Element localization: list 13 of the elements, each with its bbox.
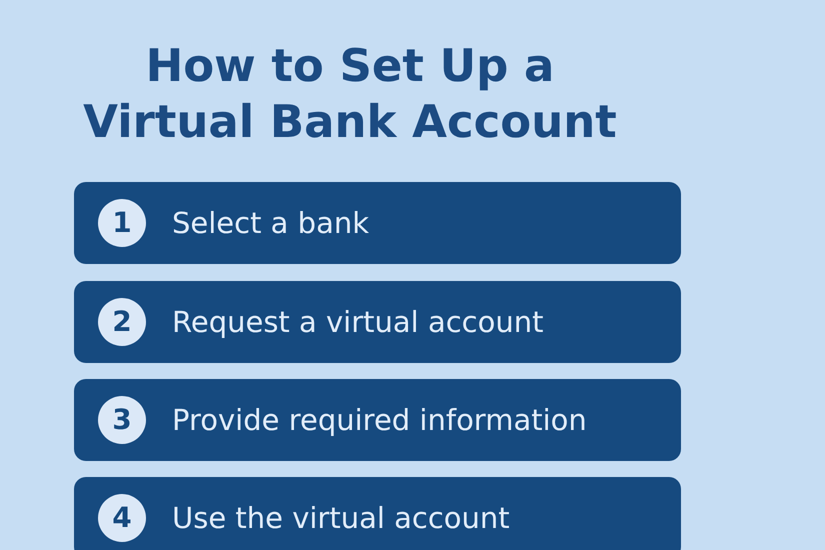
step-label: Use the virtual account (172, 500, 510, 537)
step-bar (74, 281, 681, 363)
title: How to Set Up a Virtual Bank Account (82, 38, 618, 150)
step-number: 3 (98, 396, 146, 444)
step-bar (74, 379, 681, 461)
step-label: Select a bank (172, 205, 370, 242)
step-number: 2 (98, 298, 146, 346)
step-label: Request a virtual account (172, 304, 544, 341)
step-bar (74, 182, 681, 264)
step-number: 1 (98, 199, 146, 247)
step-label: Provide required information (172, 402, 587, 439)
step-number: 4 (98, 494, 146, 542)
step-bar (74, 477, 681, 550)
